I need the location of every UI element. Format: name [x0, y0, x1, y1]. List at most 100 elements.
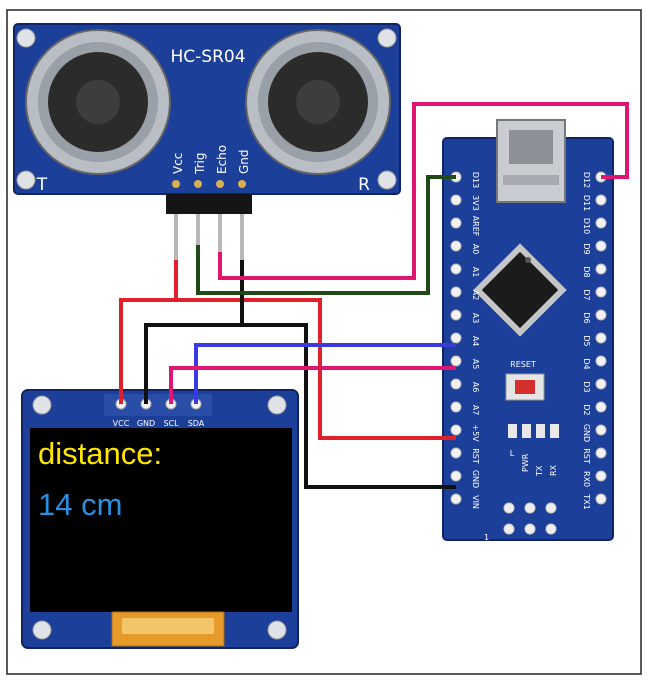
- pin-hole: [595, 378, 607, 390]
- pin-label-a0: A0: [471, 244, 480, 255]
- pin-hole: [595, 286, 607, 298]
- pin-label-d10: D10: [582, 218, 591, 234]
- nano-left-pin-labels: D13 3V3 AREF A0 A1 A2 A3 A4 A5 A6 A7 +5V…: [471, 172, 480, 509]
- header-pin: [240, 214, 244, 260]
- pin-hole: [450, 332, 462, 344]
- reset-button-cap: [515, 380, 535, 394]
- icsp-pad: [545, 502, 557, 514]
- mount-hole: [32, 395, 52, 415]
- wire-sda-blue: [194, 343, 456, 404]
- pin-hole: [450, 286, 462, 298]
- oled-pin-strip: [104, 394, 212, 416]
- sensor-pad: [172, 180, 180, 188]
- pin-hole: [595, 447, 607, 459]
- oled-pin-label-gnd: GND: [137, 419, 155, 428]
- pin-hole: [450, 309, 462, 321]
- led: [536, 424, 545, 438]
- pwr-label: PWR: [521, 453, 530, 472]
- pin-label-d12: D12: [582, 172, 591, 188]
- chip-dot: [525, 257, 531, 263]
- oled-ribbon-contacts: [122, 618, 214, 634]
- pin-label-d13: D13: [471, 172, 480, 188]
- pin-hole: [595, 355, 607, 367]
- mount-hole: [377, 170, 397, 190]
- sensor-pin-label-gnd: Gnd: [237, 149, 251, 174]
- pin-label-gnd-left: GND: [471, 470, 480, 488]
- oled-distance-value: 14 cm: [38, 487, 122, 522]
- pin-label-5v: +5V: [471, 424, 480, 442]
- pin-hole: [595, 263, 607, 275]
- pin-label-d9: D9: [582, 243, 591, 254]
- wire-vcc-red: [119, 260, 178, 404]
- microcontroller-chip: [473, 243, 567, 337]
- oled-screen: [30, 428, 292, 612]
- pin-hole: [595, 401, 607, 413]
- pin-label-rst-right: RST: [582, 448, 591, 464]
- oled-pin-label-sda: SDA: [188, 419, 205, 428]
- header-pin: [174, 214, 178, 260]
- pin-label-gnd-right: GND: [582, 424, 591, 442]
- usb-connector-tab: [503, 175, 559, 185]
- pin-label-a3: A3: [471, 313, 480, 324]
- mount-hole: [267, 395, 287, 415]
- oled-distance-label: distance:: [38, 436, 162, 471]
- transducer-center: [296, 80, 340, 124]
- mount-hole: [267, 620, 287, 640]
- nano-right-pin-holes: [595, 171, 607, 505]
- mount-hole: [16, 28, 36, 48]
- wire-trig-green: [196, 175, 456, 295]
- pin-label-a5: A5: [471, 359, 480, 370]
- rx-label: RX: [549, 464, 558, 476]
- led: [508, 424, 517, 438]
- pin-label-vin: VIN: [471, 495, 480, 509]
- icsp-pad: [524, 502, 536, 514]
- mount-hole: [32, 620, 52, 640]
- header-pin: [218, 214, 222, 260]
- pin-hole: [450, 378, 462, 390]
- header-pin: [196, 214, 200, 260]
- tx-label: TX: [535, 465, 544, 477]
- sensor-pad: [194, 180, 202, 188]
- oled-display-module: VCC GND SCL SDA distance: 14 cm: [21, 389, 299, 649]
- pin-hole: [595, 194, 607, 206]
- pin-hole: [595, 424, 607, 436]
- sensor-t-label: T: [36, 175, 48, 195]
- pin-hole: [450, 240, 462, 252]
- transducer-center: [76, 80, 120, 124]
- oled-pin-label-vcc: VCC: [113, 419, 130, 428]
- pin-hole: [450, 401, 462, 413]
- pin-label-d5: D5: [582, 335, 591, 346]
- reset-label: RESET: [510, 360, 536, 369]
- pin-label-rst-left: RST: [471, 448, 480, 464]
- pin-label-d7: D7: [582, 289, 591, 300]
- pin-hole: [450, 424, 462, 436]
- pin-hole: [595, 332, 607, 344]
- pin-hole: [450, 194, 462, 206]
- pin-hole: [595, 240, 607, 252]
- pin-hole: [595, 493, 607, 505]
- nano-left-pin-holes: [450, 171, 462, 505]
- pin-hole: [450, 263, 462, 275]
- pin-label-d11: D11: [582, 195, 591, 211]
- pin-label-a2: A2: [471, 290, 480, 301]
- sensor-pin-label-trig: Trig: [193, 153, 207, 175]
- sensor-pin-label-echo: Echo: [215, 145, 229, 174]
- icsp-pad: [503, 523, 515, 535]
- l-label: L: [510, 449, 515, 458]
- pin-label-d8: D8: [582, 266, 591, 277]
- pin-label-tx1: TX1: [582, 493, 591, 509]
- sensor-r-label: R: [358, 175, 370, 195]
- pin-hole: [450, 470, 462, 482]
- sensor-pad: [216, 180, 224, 188]
- corner-label: 1: [484, 533, 489, 542]
- chip-body: [481, 251, 559, 329]
- pin-label-d4: D4: [582, 358, 591, 369]
- pin-hole: [595, 217, 607, 229]
- nano-right-pin-labels: D12 D11 D10 D9 D8 D7 D6 D5 D4 D3 D2 GND …: [582, 172, 591, 510]
- pin-hole: [595, 470, 607, 482]
- pin-label-d6: D6: [582, 312, 591, 323]
- pin-label-aref: AREF: [471, 216, 480, 237]
- pin-label-d2: D2: [582, 404, 591, 415]
- wire-gnd-nano-black: [242, 323, 456, 489]
